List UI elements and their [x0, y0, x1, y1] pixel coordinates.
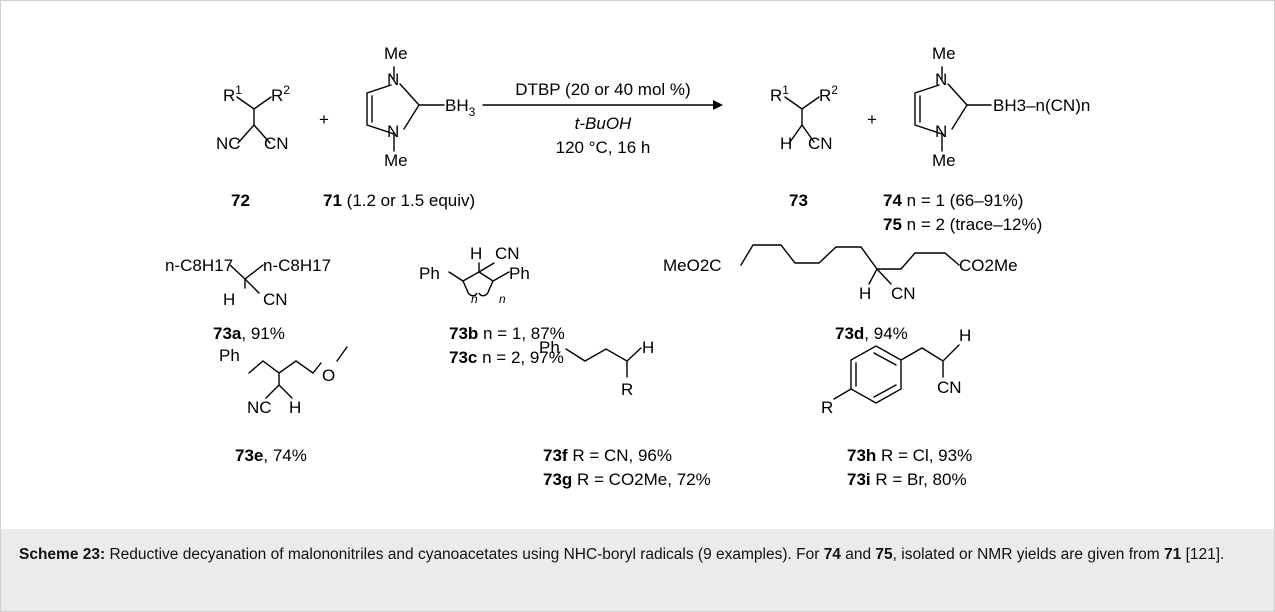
- label-72-r2: R2: [271, 83, 290, 105]
- compound-73: 73: [789, 191, 808, 210]
- label-71-me-top: Me: [384, 44, 408, 63]
- label-73h-r: R: [821, 398, 833, 417]
- conditions-temperature: 120 °C, 16 h: [556, 138, 651, 157]
- example-73a: 73a, 91%: [213, 324, 285, 343]
- label-73e-ph: Ph: [219, 346, 240, 365]
- label-74-me-top: Me: [932, 44, 956, 63]
- label-73e-o: O: [322, 366, 335, 385]
- label-72-r1: R1: [223, 83, 242, 105]
- label-73b-n-left: n: [471, 292, 478, 306]
- label-71-n-bottom: N: [387, 122, 399, 141]
- label-73d-cn: CN: [891, 284, 916, 303]
- caption-compound-71: 71: [1164, 546, 1182, 563]
- label-74-n-top: N: [935, 70, 947, 89]
- label-73b-ph-right: Ph: [509, 264, 530, 283]
- example-73i: 73i R = Br, 80%: [847, 470, 967, 489]
- conditions-solvent: t-BuOH: [575, 114, 632, 133]
- example-73c: 73c n = 2, 97%: [449, 348, 564, 367]
- caption-text-3: , isolated or NMR yields are given from: [892, 546, 1165, 563]
- reaction-arrowhead: [713, 100, 723, 110]
- label-71-me-bottom: Me: [384, 151, 408, 170]
- label-73a-h: H: [223, 290, 235, 309]
- plus-sign-1: +: [319, 110, 329, 129]
- caption-bar: Scheme 23: Reductive decyanation of malo…: [1, 529, 1274, 611]
- example-73h: 73h R = Cl, 93%: [847, 446, 972, 465]
- label-73e-h: H: [289, 398, 301, 417]
- scheme-caption: Scheme 23: Reductive decyanation of malo…: [19, 543, 1259, 567]
- caption-text-4: [121].: [1181, 546, 1225, 563]
- label-71-n-top: N: [387, 70, 399, 89]
- compound-74: 74 n = 1 (66–91%): [883, 191, 1023, 210]
- label-73b-n-right: n: [499, 292, 506, 306]
- compound-72: 72: [231, 191, 250, 210]
- label-73e-nc: NC: [247, 398, 272, 417]
- compound-75: 75 n = 2 (trace–12%): [883, 215, 1042, 234]
- bond-lines: [229, 66, 992, 404]
- label-73a-octyl-right: n-C8H17: [263, 256, 331, 275]
- label-73b-h: H: [470, 244, 482, 263]
- caption-text-1: Reductive decyanation of malononitriles …: [105, 546, 824, 563]
- label-73f-r: R: [621, 380, 633, 399]
- label-73h-cn: CN: [937, 378, 962, 397]
- label-73-r1: R1: [770, 83, 789, 105]
- compound-71: 71 (1.2 or 1.5 equiv): [323, 191, 475, 210]
- label-73a-cn: CN: [263, 290, 288, 309]
- label-73-h: H: [780, 134, 792, 153]
- label-73-cn: CN: [808, 134, 833, 153]
- label-73d-meo2c: MeO2C: [663, 256, 722, 275]
- label-73d-h: H: [859, 284, 871, 303]
- example-73b: 73b n = 1, 87%: [449, 324, 565, 343]
- label-72-cn: CN: [264, 134, 289, 153]
- label-73a-octyl-left: n-C8H17: [165, 256, 233, 275]
- label-73h-h: H: [959, 326, 971, 345]
- label-73b-ph-left: Ph: [419, 264, 440, 283]
- chain-subscript-curves: [466, 289, 490, 297]
- reaction-scheme: R1 R2 NC CN + Me N BH3 N Me DTBP (20 or …: [165, 44, 1090, 489]
- label-74-boryl: BH3–n(CN)n: [993, 96, 1090, 115]
- caption-text-2: and: [840, 546, 876, 563]
- caption-compound-75: 75: [875, 546, 893, 563]
- label-74-n-bottom: N: [935, 122, 947, 141]
- plus-sign-2: +: [867, 110, 877, 129]
- label-73b-cn: CN: [495, 244, 520, 263]
- caption-compound-74: 74: [823, 546, 841, 563]
- label-71-bh3: BH3: [445, 96, 476, 119]
- conditions-reagent: DTBP (20 or 40 mol %): [515, 80, 690, 99]
- example-73f: 73f R = CN, 96%: [543, 446, 672, 465]
- example-73d: 73d, 94%: [835, 324, 908, 343]
- label-74-me-bottom: Me: [932, 151, 956, 170]
- label-72-nc: NC: [216, 134, 241, 153]
- label-73-r2: R2: [819, 83, 838, 105]
- example-73e: 73e, 74%: [235, 446, 307, 465]
- label-73f-h: H: [642, 338, 654, 357]
- example-73g: 73g R = CO2Me, 72%: [543, 470, 711, 489]
- label-73d-co2me: CO2Me: [959, 256, 1018, 275]
- caption-label: Scheme 23:: [19, 546, 106, 563]
- label-73f-ph: Ph: [539, 338, 560, 357]
